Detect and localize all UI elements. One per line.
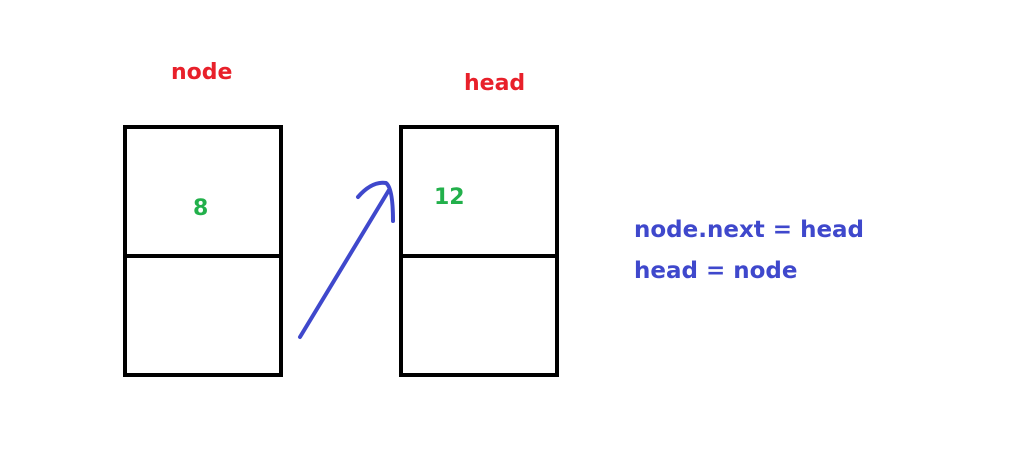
arrow-shaft (298, 188, 391, 339)
node-divider-head (399, 254, 559, 258)
node-divider-node (123, 254, 283, 258)
code-line-2: head = node (634, 258, 798, 284)
head-label: head (464, 71, 526, 96)
node-box-node (123, 125, 283, 377)
node-box-head (399, 125, 559, 377)
arrow-head (356, 180, 395, 223)
node-label: node (171, 60, 233, 85)
node-value-node: 8 (193, 196, 209, 221)
node-value-head: 12 (434, 185, 465, 210)
code-line-1: node.next = head (634, 217, 865, 243)
